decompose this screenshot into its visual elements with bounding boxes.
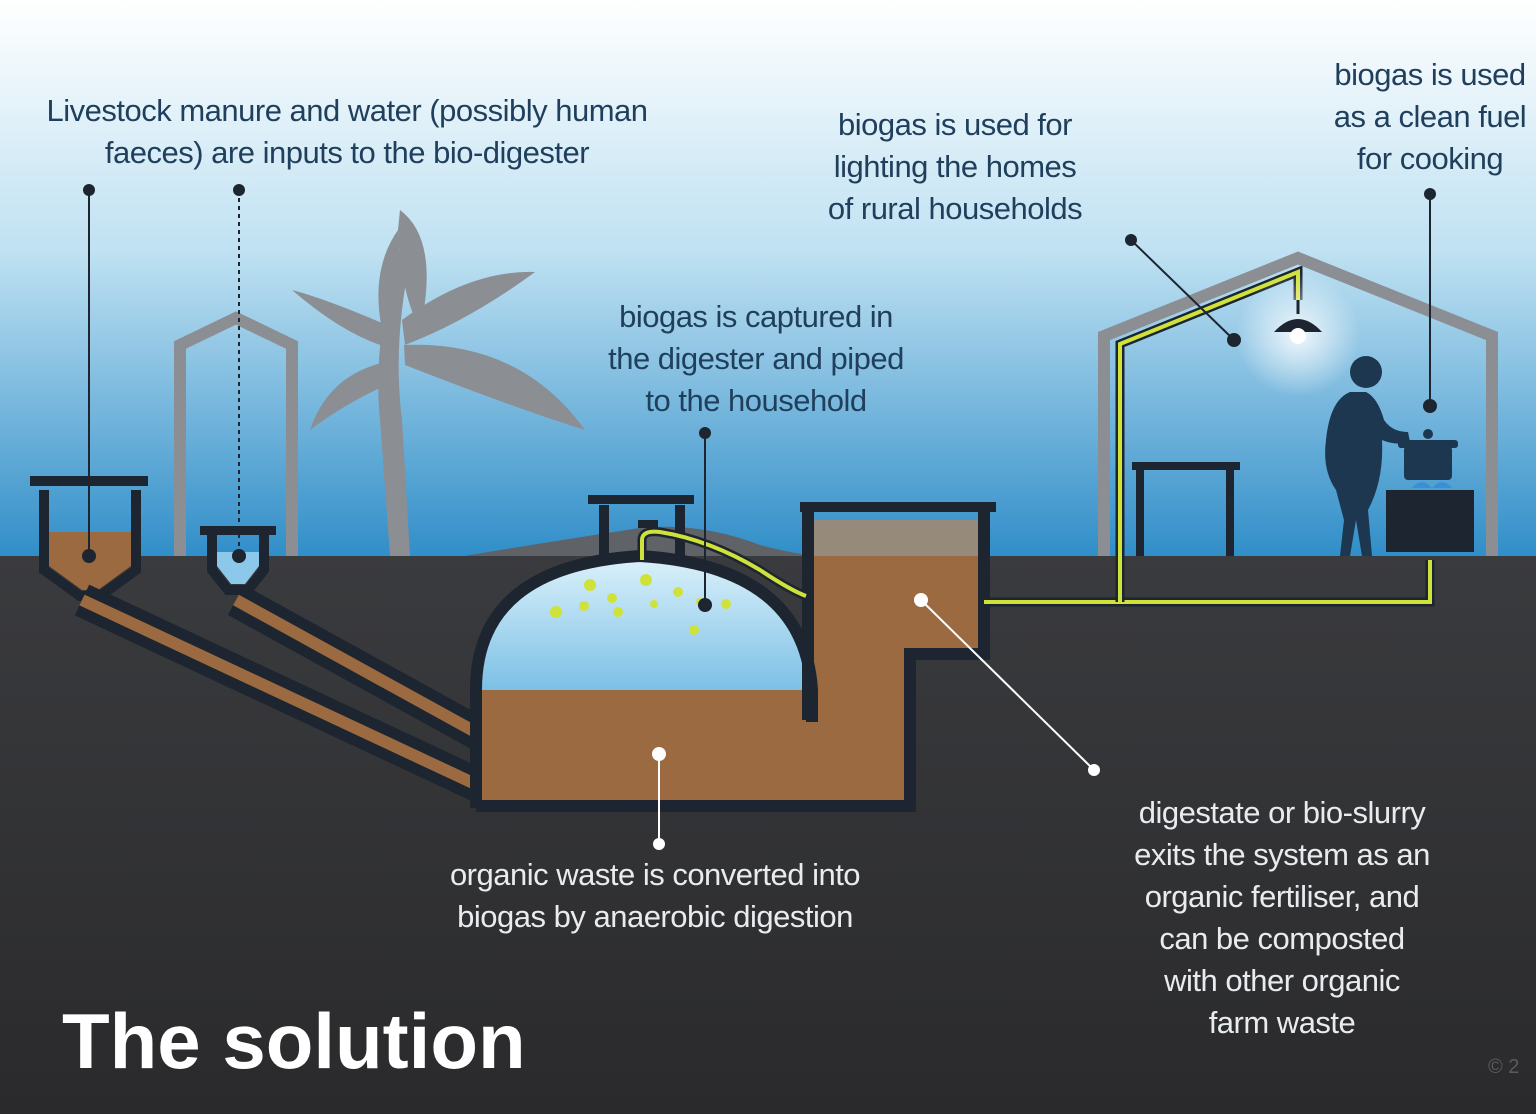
inlet-tank-water xyxy=(200,526,276,595)
label-digestate: digestate or bio-slurry exits the system… xyxy=(1134,795,1430,1040)
inlet-pipes xyxy=(74,584,499,806)
label-cooking: biogas is used as a clean fuel for cooki… xyxy=(1333,57,1527,176)
table-icon xyxy=(1132,462,1240,556)
lamp-icon xyxy=(1274,300,1322,344)
label-lighting: biogas is used for lighting the homes of… xyxy=(827,107,1083,226)
animal-shed-icon xyxy=(174,311,298,556)
label-inputs: Livestock manure and water (possibly hum… xyxy=(46,93,648,170)
cooking-pot-icon xyxy=(1398,429,1458,480)
label-digestion: organic waste is converted into biogas b… xyxy=(449,857,861,934)
gas-bubbles xyxy=(550,574,731,635)
copyright-note: © 2 xyxy=(1488,1056,1520,1078)
callout-lines xyxy=(82,184,1437,850)
palm-tree-icon xyxy=(292,210,585,556)
page-title: The solution xyxy=(62,997,526,1085)
stove-icon xyxy=(1386,482,1474,552)
label-captured: biogas is captured in the digester and p… xyxy=(608,299,904,418)
woman-cooking-icon xyxy=(1325,356,1410,556)
house-icon xyxy=(1098,251,1498,556)
